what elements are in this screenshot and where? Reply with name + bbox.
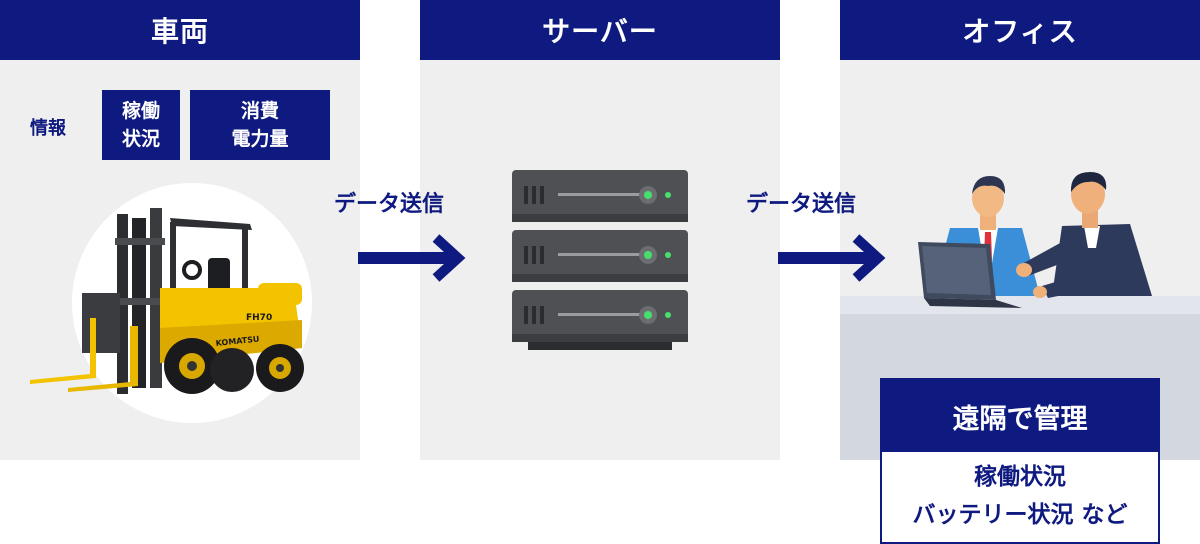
office-workers-illustration bbox=[918, 172, 1152, 308]
info-box-power-line1: 消費 bbox=[240, 100, 279, 122]
arrow-server-to-office bbox=[778, 234, 886, 282]
worker-right bbox=[1016, 172, 1152, 298]
remote-management-box: 遠隔で管理 稼働状況 バッテリー状況 など bbox=[880, 378, 1160, 544]
forklift-model-text: FH70 bbox=[246, 313, 272, 323]
remote-item-battery-status: バッテリー状況 など bbox=[912, 502, 1128, 528]
server-unit-3 bbox=[512, 290, 688, 342]
server-unit-1 bbox=[512, 170, 688, 222]
arrow-label-vehicle-to-server: データ送信 bbox=[334, 192, 445, 217]
forklift-illustration: FH70 KOMATSU bbox=[30, 183, 312, 423]
info-box-operation-status: 稼働 状況 bbox=[102, 90, 180, 160]
arrow-vehicle-to-server bbox=[358, 234, 466, 282]
server-rack-illustration bbox=[512, 170, 688, 350]
info-box-power-line2: 電力量 bbox=[231, 128, 289, 150]
arrow-label-server-to-office: データ送信 bbox=[746, 192, 857, 217]
info-box-power-consumption: 消費 電力量 bbox=[190, 90, 330, 160]
remote-item-operation-status: 稼働状況 bbox=[974, 464, 1066, 490]
info-box-operation-line1: 稼働 bbox=[121, 100, 160, 122]
header-office: オフィス bbox=[840, 0, 1200, 60]
laptop-icon bbox=[918, 242, 1022, 308]
info-label: 情報 bbox=[30, 118, 66, 139]
info-box-operation-line2: 状況 bbox=[121, 128, 160, 150]
remote-management-title: 遠隔で管理 bbox=[882, 380, 1158, 452]
header-server: サーバー bbox=[420, 0, 780, 60]
server-unit-2 bbox=[512, 230, 688, 282]
header-vehicle: 車両 bbox=[0, 0, 360, 60]
remote-management-items: 稼働状況 バッテリー状況 など bbox=[882, 452, 1158, 534]
